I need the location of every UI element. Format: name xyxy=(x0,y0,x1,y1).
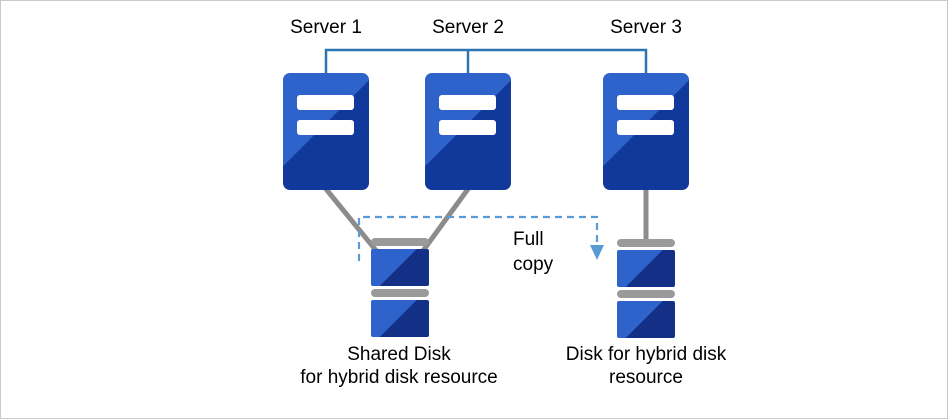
hybrid-disk-caption-line1: Disk for hybrid disk xyxy=(565,344,727,365)
hybrid-disk-caption-line2: resource xyxy=(609,367,683,388)
shared-disk-caption-line2: for hybrid disk resource xyxy=(300,367,498,388)
full-copy-dashed-path xyxy=(357,215,599,261)
disk-cap-icon xyxy=(617,239,675,247)
server2-icon xyxy=(425,73,511,190)
server-slot-icon xyxy=(617,95,674,110)
full-copy-line2: copy xyxy=(513,254,554,275)
shared-disk-caption: Shared Disk for hybrid disk resource xyxy=(263,343,535,389)
hybrid-disk-caption: Disk for hybrid disk resource xyxy=(521,343,771,389)
full-copy-arrowhead-icon xyxy=(590,245,604,260)
disk-cap-icon xyxy=(371,238,429,246)
server2-label: Server 2 xyxy=(432,17,504,38)
server3-label: Server 3 xyxy=(610,17,682,38)
server3-icon xyxy=(603,73,689,190)
server1-label: Server 1 xyxy=(290,17,362,38)
server-network-connector-line xyxy=(324,48,648,73)
server1-icon xyxy=(283,73,369,190)
disk-cap-icon xyxy=(371,289,429,297)
server-slot-icon xyxy=(617,120,674,135)
server-slot-icon xyxy=(439,95,496,110)
disk-platter-icon xyxy=(617,301,675,338)
server2-to-shared-disk-line xyxy=(414,186,471,262)
hybrid-disk-icon xyxy=(617,239,675,341)
full-copy-line1: Full xyxy=(513,229,544,250)
disk-cap-icon xyxy=(617,290,675,298)
server1-to-shared-disk-line xyxy=(323,186,386,262)
disk-platter-icon xyxy=(371,300,429,337)
server-slot-icon xyxy=(439,120,496,135)
server-slot-icon xyxy=(297,95,354,110)
disk-platter-icon xyxy=(617,250,675,287)
shared-disk-caption-line1: Shared Disk xyxy=(347,344,451,365)
server-slot-icon xyxy=(297,120,354,135)
full-copy-label: Full copy xyxy=(513,227,593,277)
disk-platter-icon xyxy=(371,249,429,286)
shared-disk-icon xyxy=(371,238,429,340)
